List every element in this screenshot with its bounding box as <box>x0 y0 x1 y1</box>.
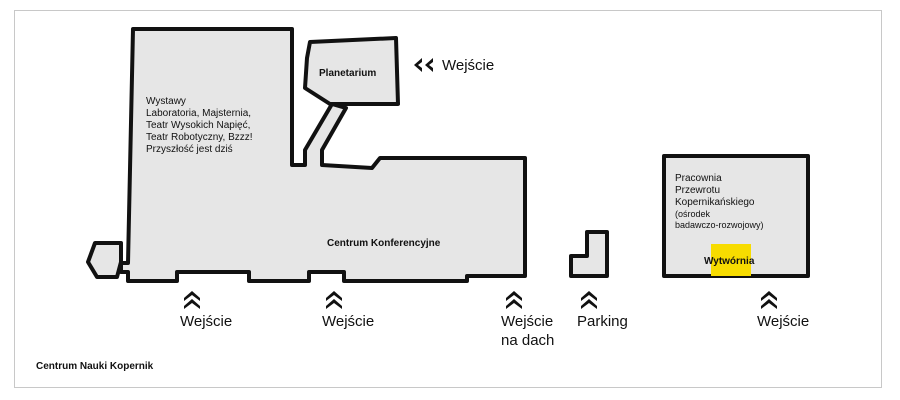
workshop-title-line: Kopernikańskiego <box>675 197 755 208</box>
double-chevron-up-icon <box>580 289 598 309</box>
wytwornia-label: Wytwórnia <box>704 256 755 267</box>
exhibitions-label: Wystawy Laboratoria, Majsternia, Teatr W… <box>146 96 253 156</box>
workshop-note-line: badawczo-rozwojowy) <box>675 220 764 230</box>
workshop-note-line: (ośrodek <box>675 209 711 219</box>
double-chevron-up-icon <box>183 289 201 309</box>
roof-entrance-line: na dach <box>501 332 555 349</box>
workshop-title-line: Pracownia <box>675 173 722 184</box>
workshop-label: Pracownia Przewrotu Kopernikańskiego (oś… <box>675 173 764 231</box>
workshop-title-line: Przewrotu <box>675 185 721 196</box>
double-chevron-left-icon <box>412 57 436 73</box>
planetarium-building <box>303 36 400 106</box>
double-chevron-up-icon <box>505 289 523 309</box>
planetarium-label: Planetarium <box>319 68 377 79</box>
left-entrance-label: Wejście <box>180 313 233 330</box>
planetarium-entrance-label: Wejście <box>442 57 495 74</box>
double-chevron-up-icon <box>325 289 343 309</box>
exhibitions-line: Teatr Robotyczny, Bzzz! <box>146 132 253 143</box>
exhibitions-line: Teatr Wysokich Napięć, <box>146 120 251 131</box>
left-entrance-block <box>86 241 123 279</box>
right-entrance-label: Wejście <box>757 313 810 330</box>
parking-block <box>569 230 609 278</box>
exhibitions-line: Laboratoria, Majsternia, <box>146 108 252 119</box>
exhibitions-title: Wystawy <box>146 96 186 107</box>
footer-title: Centrum Nauki Kopernik <box>36 361 154 372</box>
double-chevron-up-icon <box>760 289 778 309</box>
conference-label: Centrum Konferencyjne <box>327 238 441 249</box>
middle-entrance-label: Wejście <box>322 313 375 330</box>
wytwornia-highlight <box>711 244 751 276</box>
exhibitions-line: Przyszłość jest dziś <box>146 144 233 155</box>
roof-entrance-line: Wejście <box>501 313 554 330</box>
parking-label: Parking <box>577 313 628 330</box>
main-building <box>119 27 527 283</box>
map-frame <box>14 10 882 388</box>
roof-entrance-label: Wejście na dach <box>501 312 554 350</box>
